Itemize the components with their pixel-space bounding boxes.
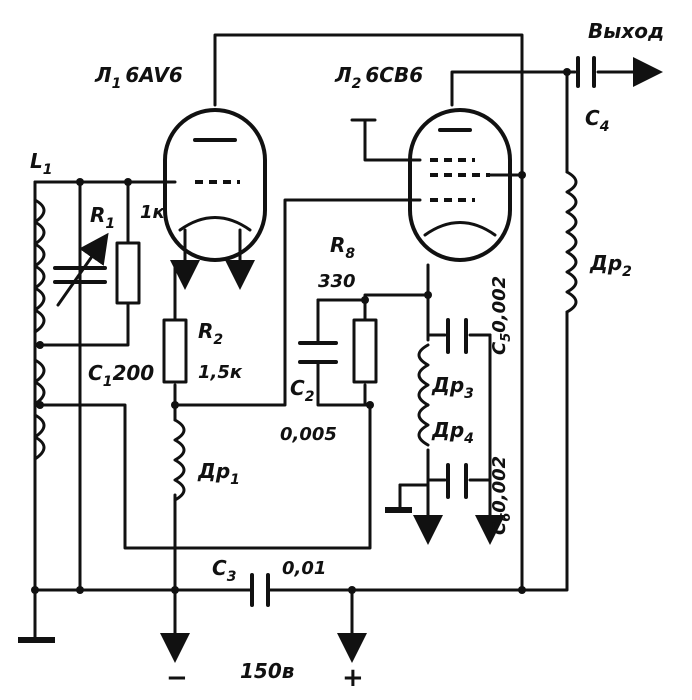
label-c3: C3 [212,556,236,585]
c5-capacitor [446,318,468,354]
label-c2: C2 [290,376,314,405]
label-plus: + [342,663,364,693]
ground-symbol [18,588,55,643]
supply-terminals [160,598,367,663]
label-c1: C1200 [88,361,154,390]
r8-resistor [352,318,378,384]
dr1-choke [173,418,186,502]
label-supply: 150в [240,659,294,683]
c3-capacitor [250,573,270,607]
label-c2-value: 0,005 [280,424,337,445]
r1-resistor [115,241,141,305]
label-dr4: Др4 [431,418,474,447]
l1-coil [33,198,46,461]
wiring [33,33,647,642]
c6-capacitor [446,463,468,499]
label-r1: R1 [90,203,115,232]
label-r8-value: 330 [318,271,356,292]
junction-dots [31,68,571,594]
label-output: Выход [588,19,664,43]
label-dr2: Др2 [589,251,632,280]
c2-capacitor [298,341,338,364]
label-r1-value: 1к [140,202,166,223]
label-dr3: Др3 [431,373,474,402]
dr3-dr4-chokes [413,333,505,545]
tube-l1 [163,108,267,290]
c1-variable-capacitor [53,232,109,307]
label-l1: L1 [30,149,53,178]
tube-l2 [408,108,512,262]
label-c4: C4 [585,106,609,135]
label-c6: C60,002 [489,456,514,535]
c4-capacitor [576,56,663,88]
label-c5: C50,002 [489,276,514,355]
dr2-choke [565,170,578,314]
label-r8: R8 [330,233,355,262]
label-r2: R2 [198,319,223,348]
label-c3-value: 0,01 [282,558,326,579]
r2-resistor [162,318,188,384]
label-dr1: Др1 [197,459,240,488]
label-minus: − [166,663,188,693]
label-r2-value: 1,5к [198,362,243,383]
